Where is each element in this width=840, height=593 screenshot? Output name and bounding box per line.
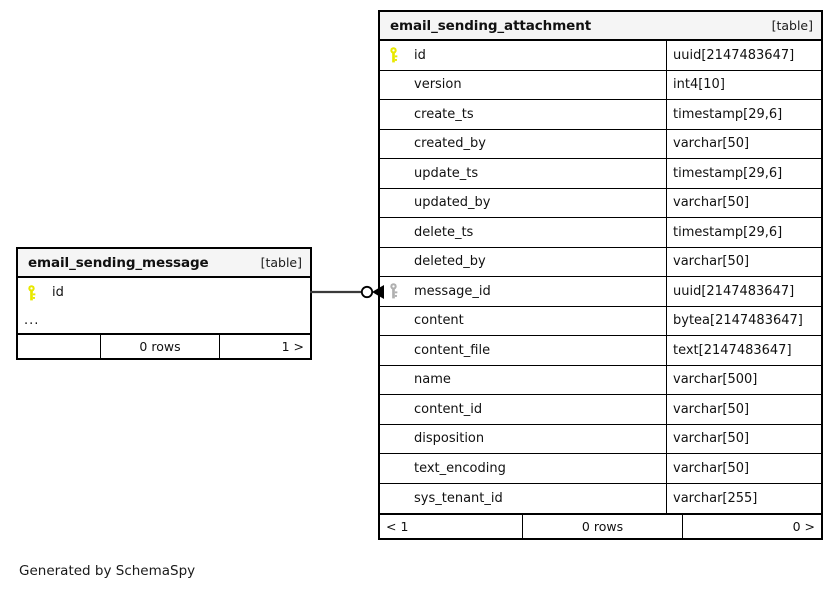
- column-name: version: [414, 77, 462, 93]
- column-name: deleted_by: [414, 254, 486, 270]
- generated-by-label: Generated by SchemaSpy: [19, 563, 196, 579]
- table-email-sending-attachment[interactable]: email_sending_attachment [table] id uuid[…: [378, 10, 823, 540]
- column-name-cell: content: [380, 307, 666, 336]
- primary-key-icon: [26, 284, 44, 301]
- column-row[interactable]: updated_by varchar[50]: [380, 188, 821, 218]
- column-name-cell: text_encoding: [380, 454, 666, 483]
- column-name-cell: name: [380, 366, 666, 395]
- column-name-cell: version: [380, 71, 666, 100]
- column-row[interactable]: id uuid[2147483647]: [380, 41, 821, 71]
- column-type: timestamp[29,6]: [666, 218, 821, 247]
- column-name: sys_tenant_id: [414, 490, 503, 506]
- column-name: disposition: [414, 431, 485, 447]
- column-row[interactable]: text_encoding varchar[50]: [380, 454, 821, 484]
- column-type: varchar[50]: [666, 129, 821, 158]
- column-name: create_ts: [414, 106, 474, 122]
- table-email-sending-message[interactable]: email_sending_message [table] id ... 0 r…: [16, 247, 312, 360]
- column-name-cell: content_file: [380, 336, 666, 365]
- column-name: message_id: [414, 283, 491, 299]
- relationship-edge-message-id[interactable]: [310, 275, 384, 309]
- table-title: email_sending_attachment: [390, 17, 592, 34]
- column-name: text_encoding: [414, 460, 506, 476]
- table-header: email_sending_message [table]: [18, 249, 310, 278]
- footer-row-count: 0 rows: [100, 334, 220, 358]
- column-type: timestamp[29,6]: [666, 159, 821, 188]
- table-header: email_sending_attachment [table]: [380, 12, 821, 41]
- column-type: varchar[50]: [666, 424, 821, 453]
- footer-child-count[interactable]: 1 >: [281, 338, 304, 354]
- column-name: updated_by: [414, 195, 491, 211]
- footer-row-count: 0 rows: [522, 515, 683, 538]
- column-name-cell: created_by: [380, 130, 666, 159]
- column-name-cell: content_id: [380, 395, 666, 424]
- column-row[interactable]: sys_tenant_id varchar[255]: [380, 483, 821, 514]
- footer-parent-count[interactable]: [18, 335, 100, 358]
- column-row[interactable]: content_id varchar[50]: [380, 395, 821, 425]
- foreign-key-icon: [388, 283, 406, 299]
- zero-or-one-marker: [360, 285, 374, 299]
- column-name: name: [414, 372, 451, 388]
- column-name-cell: update_ts: [380, 159, 666, 188]
- footer-child-count[interactable]: 0 >: [792, 519, 815, 534]
- column-name-cell: delete_ts: [380, 218, 666, 247]
- column-row[interactable]: version int4[10]: [380, 70, 821, 100]
- table-kind-label: [table]: [771, 18, 813, 33]
- truncated-columns-indicator: ...: [24, 312, 40, 328]
- column-list: id: [18, 278, 310, 308]
- primary-key-icon: [388, 47, 406, 63]
- column-name-cell: id: [18, 278, 310, 308]
- column-type: varchar[50]: [666, 395, 821, 424]
- column-name: content_id: [414, 401, 483, 417]
- column-name-cell: message_id: [380, 277, 666, 306]
- column-row[interactable]: disposition varchar[50]: [380, 424, 821, 454]
- column-name: content: [414, 313, 464, 329]
- column-name: id: [52, 285, 64, 301]
- column-row[interactable]: delete_ts timestamp[29,6]: [380, 218, 821, 248]
- column-type: varchar[255]: [666, 483, 821, 513]
- column-type: varchar[50]: [666, 188, 821, 217]
- column-name-cell: deleted_by: [380, 248, 666, 277]
- column-name-cell: disposition: [380, 425, 666, 454]
- column-name: update_ts: [414, 165, 479, 181]
- column-row[interactable]: created_by varchar[50]: [380, 129, 821, 159]
- column-type: timestamp[29,6]: [666, 100, 821, 129]
- column-type: varchar[500]: [666, 365, 821, 394]
- column-name-cell: sys_tenant_id: [380, 484, 666, 514]
- column-name: delete_ts: [414, 224, 474, 240]
- column-row[interactable]: id: [18, 278, 310, 308]
- column-type: uuid[2147483647]: [666, 277, 821, 306]
- table-footer: < 1 0 rows 0 >: [380, 513, 821, 538]
- column-name-cell: updated_by: [380, 189, 666, 218]
- table-footer: 0 rows 1 >: [18, 332, 310, 358]
- column-type: varchar[50]: [666, 454, 821, 483]
- column-row[interactable]: content bytea[2147483647]: [380, 306, 821, 336]
- column-type: varchar[50]: [666, 247, 821, 276]
- table-title: email_sending_message: [28, 254, 209, 271]
- column-name-cell: create_ts: [380, 100, 666, 129]
- column-row[interactable]: content_file text[2147483647]: [380, 336, 821, 366]
- column-type: text[2147483647]: [666, 336, 821, 365]
- footer-parent-count[interactable]: < 1: [386, 519, 409, 534]
- column-type: int4[10]: [666, 70, 821, 99]
- column-name-cell: id: [380, 41, 666, 70]
- column-type: uuid[2147483647]: [666, 41, 821, 70]
- column-name: created_by: [414, 136, 486, 152]
- column-row[interactable]: message_id uuid[2147483647]: [380, 277, 821, 307]
- column-row[interactable]: name varchar[500]: [380, 365, 821, 395]
- crows-foot-arrow: [372, 285, 384, 299]
- table-kind-label: [table]: [260, 255, 302, 270]
- column-name: content_file: [414, 342, 491, 358]
- column-row[interactable]: update_ts timestamp[29,6]: [380, 159, 821, 189]
- column-row[interactable]: deleted_by varchar[50]: [380, 247, 821, 277]
- column-name: id: [414, 47, 426, 63]
- column-row[interactable]: create_ts timestamp[29,6]: [380, 100, 821, 130]
- column-type: bytea[2147483647]: [666, 306, 821, 335]
